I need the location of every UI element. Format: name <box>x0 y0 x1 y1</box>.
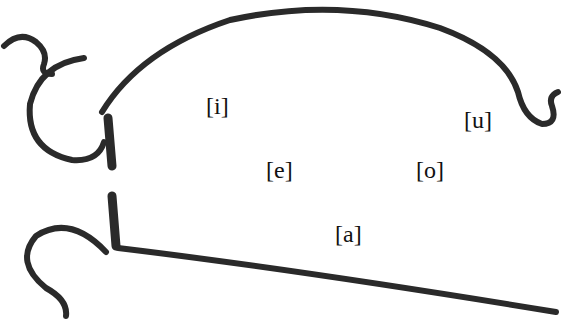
tongue-floor <box>118 248 556 312</box>
upper-lip <box>30 58 104 160</box>
vowel-label: [u] <box>464 108 492 132</box>
vowel-label: [o] <box>416 158 444 182</box>
lower-teeth <box>112 196 116 246</box>
vowel-label: [e] <box>266 158 293 182</box>
nose-squiggle <box>4 37 52 74</box>
vowel-label: [a] <box>335 222 362 246</box>
vowel-label: [i] <box>206 94 229 118</box>
palate <box>102 10 558 124</box>
lower-lip <box>27 228 106 316</box>
upper-teeth <box>108 118 112 166</box>
